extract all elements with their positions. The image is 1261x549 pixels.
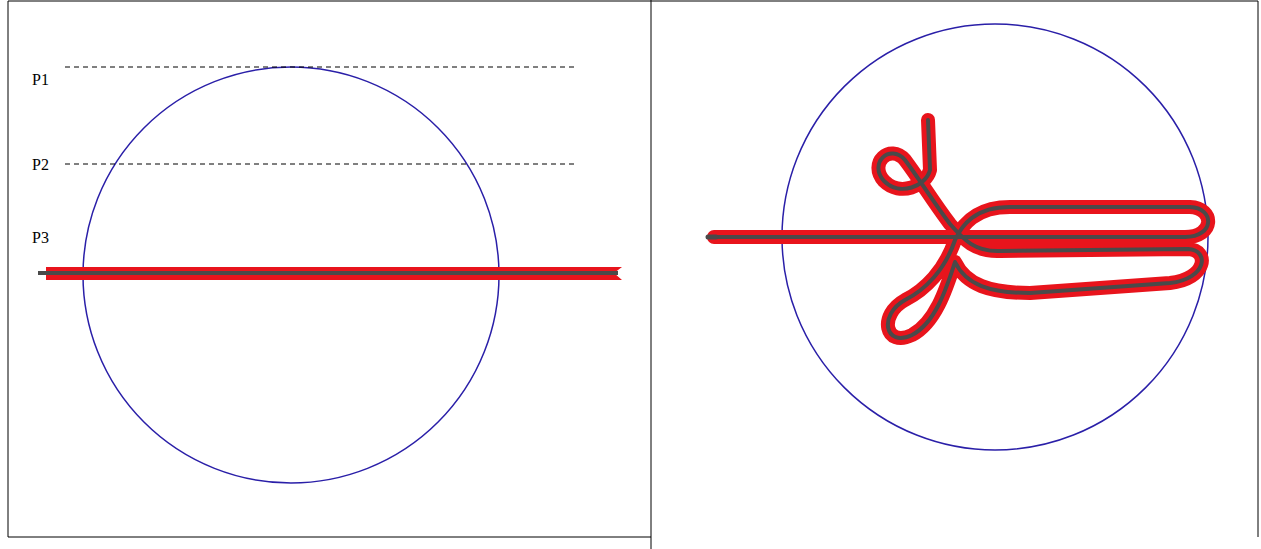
rope-sheath: [714, 120, 1208, 338]
plane-line: [65, 67, 578, 68]
panel-frame: [8, 0, 1258, 549]
rod-core: [38, 271, 618, 275]
frame-right: [1258, 1, 1259, 537]
plane-line: [65, 164, 578, 165]
plane-label: P2: [30, 157, 51, 173]
rope-core: [714, 120, 1208, 338]
frame-left: [8, 1, 9, 537]
frame-top: [8, 1, 1258, 2]
plane-label: P1: [30, 72, 51, 88]
plane-label: P3: [30, 230, 51, 246]
panel-divider: [651, 0, 652, 549]
tangled-rope: [708, 120, 1208, 338]
rope-end: [708, 235, 716, 240]
frame-bottom: [8, 537, 651, 538]
